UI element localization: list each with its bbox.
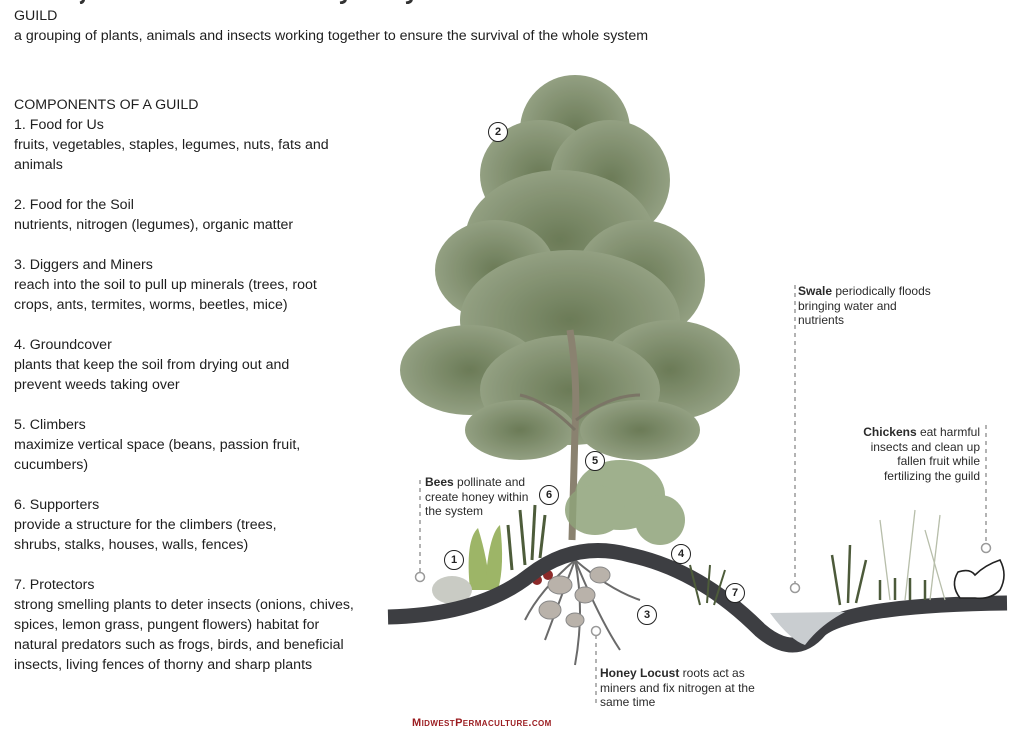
chickens-annotation: Chickens eat harmful insects and clean u… xyxy=(848,425,980,483)
leafy-plant xyxy=(468,525,503,590)
bees-label: Bees xyxy=(425,475,454,489)
guild-illustration xyxy=(387,75,1008,705)
root-stones xyxy=(538,566,611,628)
swale-water xyxy=(770,612,845,645)
marker-7: 7 xyxy=(725,583,745,603)
component-name: 3. Diggers and Miners xyxy=(14,257,153,273)
component-name: 2. Food for the Soil xyxy=(14,197,134,213)
title-descender-marks xyxy=(79,0,413,4)
tree-trunk xyxy=(566,329,580,541)
component-item: 6. Supporters provide a structure for th… xyxy=(14,495,374,555)
tree-canopy xyxy=(400,75,740,460)
site-credit: MidwestPermaculture.com xyxy=(412,717,552,729)
swale-label: Swale xyxy=(798,284,833,298)
component-desc: provide a structure for the climbers (tr… xyxy=(14,517,277,553)
callout-lines xyxy=(419,285,987,705)
component-item: 3. Diggers and Miners reach into the soi… xyxy=(14,255,374,315)
marker-6: 6 xyxy=(539,485,559,505)
wispy-grasses xyxy=(879,509,946,601)
component-item: 4. Groundcover plants that keep the soil… xyxy=(14,335,374,395)
component-item: 5. Climbers maximize vertical space (bea… xyxy=(14,415,374,475)
callout-endpoints xyxy=(414,542,992,637)
chickens-label: Chickens xyxy=(863,425,917,439)
component-desc: fruits, vegetables, staples, legumes, nu… xyxy=(14,137,329,173)
component-name: 7. Protectors xyxy=(14,577,95,593)
components-heading: COMPONENTS OF A GUILD xyxy=(14,97,199,113)
component-name: 6. Supporters xyxy=(14,497,100,513)
swale-text: periodically floods bringing water and n… xyxy=(798,284,931,327)
shrub-understory xyxy=(565,460,685,545)
honey-locust-label: Honey Locust xyxy=(600,666,680,680)
marker-3: 3 xyxy=(637,605,657,625)
honey-locust-annotation: Honey Locust roots act as miners and fix… xyxy=(600,666,760,710)
marker-4: 4 xyxy=(671,544,691,564)
honey-locust-text: roots act as miners and fix nitrogen at … xyxy=(600,666,755,709)
tall-grasses xyxy=(506,504,547,571)
components-list: COMPONENTS OF A GUILD 1. Food for Us fru… xyxy=(14,95,374,695)
chickens-text: eat harmful insects and clean up fallen … xyxy=(870,425,980,483)
component-desc: strong smelling plants to deter insects … xyxy=(14,597,354,673)
bees-annotation: Bees pollinate and create honey within t… xyxy=(425,475,537,519)
component-item: 2. Food for the Soil nutrients, nitrogen… xyxy=(14,195,374,235)
component-item: 1. Food for Us fruits, vegetables, stapl… xyxy=(14,115,374,175)
chicken xyxy=(953,559,1005,600)
component-name: 5. Climbers xyxy=(14,417,86,433)
guild-definition: a grouping of plants, animals and insect… xyxy=(14,28,649,44)
tree-roots xyxy=(524,559,641,666)
component-desc: nutrients, nitrogen (legumes), organic m… xyxy=(14,217,294,233)
guild-definition-block: GUILD a grouping of plants, animals and … xyxy=(14,6,648,46)
component-name: 1. Food for Us xyxy=(14,117,104,133)
bees-text: pollinate and create honey within the sy… xyxy=(425,475,529,518)
swale-grasses xyxy=(830,544,927,606)
swale-annotation: Swale periodically floods bringing water… xyxy=(798,284,938,328)
marker-2: 2 xyxy=(488,122,508,142)
component-item: 7. Protectors strong smelling plants to … xyxy=(14,575,374,675)
cropped-page-title xyxy=(0,0,660,4)
groundcover-plants xyxy=(689,564,726,606)
marker-5: 5 xyxy=(585,451,605,471)
marker-1: 1 xyxy=(444,550,464,570)
component-desc: maximize vertical space (beans, passion … xyxy=(14,437,301,473)
component-desc: reach into the soil to pull up minerals … xyxy=(14,277,317,313)
guild-diagram xyxy=(385,60,1023,710)
component-name: 4. Groundcover xyxy=(14,337,112,353)
cabbage xyxy=(432,576,472,604)
component-desc: plants that keep the soil from drying ou… xyxy=(14,357,290,393)
guild-term: GUILD xyxy=(14,8,58,24)
